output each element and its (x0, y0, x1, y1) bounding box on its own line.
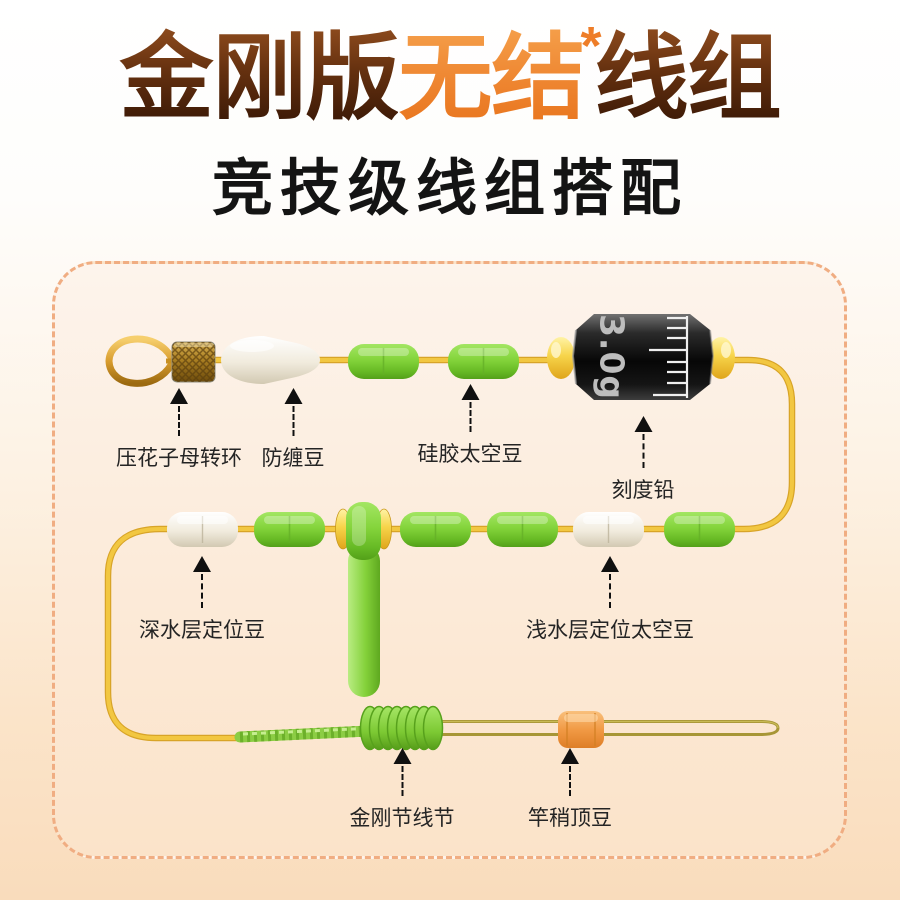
space-bean-green-6 (663, 511, 736, 548)
graduated-lead-weight: 3.0g (547, 314, 735, 400)
annotation-anti-tangle: 防缠豆 (262, 388, 325, 472)
label-lead: 刻度铅 (611, 479, 675, 502)
annotation-deep-water: 深水层定位豆 (139, 556, 265, 644)
space-bean-green-4 (399, 511, 472, 548)
dashed-leader-line (469, 402, 471, 432)
asterisk-mark: * (580, 16, 602, 76)
title-part-brown-right: 线组 (594, 25, 782, 130)
kingkong-knot-coil (359, 705, 444, 751)
annotation-knot: 金刚节线节 (350, 748, 455, 832)
up-arrow-icon (170, 388, 188, 404)
up-arrow-icon (393, 748, 411, 764)
label-swivel: 压花子母转环 (116, 447, 242, 470)
title-part-orange: 无结 (398, 25, 585, 130)
anti-tangle-bead (221, 336, 320, 384)
space-bean-green-5 (486, 511, 559, 548)
label-anti-tangle: 防缠豆 (261, 447, 325, 470)
title-block: 金刚版无结*线组 竞技级线组搭配 (0, 17, 900, 227)
rod-tip-bead (558, 711, 604, 748)
rod-tip-line-loop (436, 720, 780, 736)
label-knot: 金刚节线节 (349, 807, 455, 830)
dashed-leader-line (609, 574, 611, 608)
space-bean-green-1 (347, 343, 420, 380)
title-part-brown-left: 金刚版 (119, 25, 399, 130)
page-subtitle: 竞技级线组搭配 (211, 153, 688, 222)
float-seat (346, 502, 381, 697)
label-shallow-water: 浅水层定位太空豆 (526, 619, 694, 642)
up-arrow-icon (461, 384, 479, 400)
weight-scale-ticks (649, 316, 689, 398)
dashed-leader-line (401, 766, 403, 796)
space-bean-green-3 (253, 511, 326, 548)
label-silicone-bean: 硅胶太空豆 (417, 443, 523, 466)
annotation-rod-tip: 竿稍顶豆 (528, 748, 612, 832)
up-arrow-icon (193, 556, 211, 572)
up-arrow-icon (561, 748, 579, 764)
page-title: 金刚版无结*线组 (0, 17, 900, 130)
up-arrow-icon (601, 556, 619, 572)
swivel-barrel (171, 341, 216, 383)
swivel-ring (105, 335, 178, 387)
annotation-silicone-bean: 硅胶太空豆 (418, 384, 523, 468)
dashed-leader-line (178, 406, 180, 436)
dashed-leader-line (292, 406, 294, 436)
up-arrow-icon (634, 416, 652, 432)
shallow-water-position-bead (572, 511, 645, 548)
annotation-shallow-water: 浅水层定位太空豆 (526, 556, 694, 644)
up-arrow-icon (284, 388, 302, 404)
deep-water-position-bead (166, 511, 239, 548)
dashed-leader-line (642, 434, 644, 468)
annotation-lead: 刻度铅 (612, 416, 675, 504)
label-deep-water: 深水层定位豆 (139, 619, 265, 642)
weight-value-text: 3.0g (592, 314, 631, 400)
label-rod-tip: 竿稍顶豆 (528, 807, 612, 830)
space-bean-green-2 (447, 343, 520, 380)
dashed-leader-line (201, 574, 203, 608)
dashed-leader-line (569, 766, 571, 796)
annotation-swivel: 压花子母转环 (116, 388, 242, 472)
